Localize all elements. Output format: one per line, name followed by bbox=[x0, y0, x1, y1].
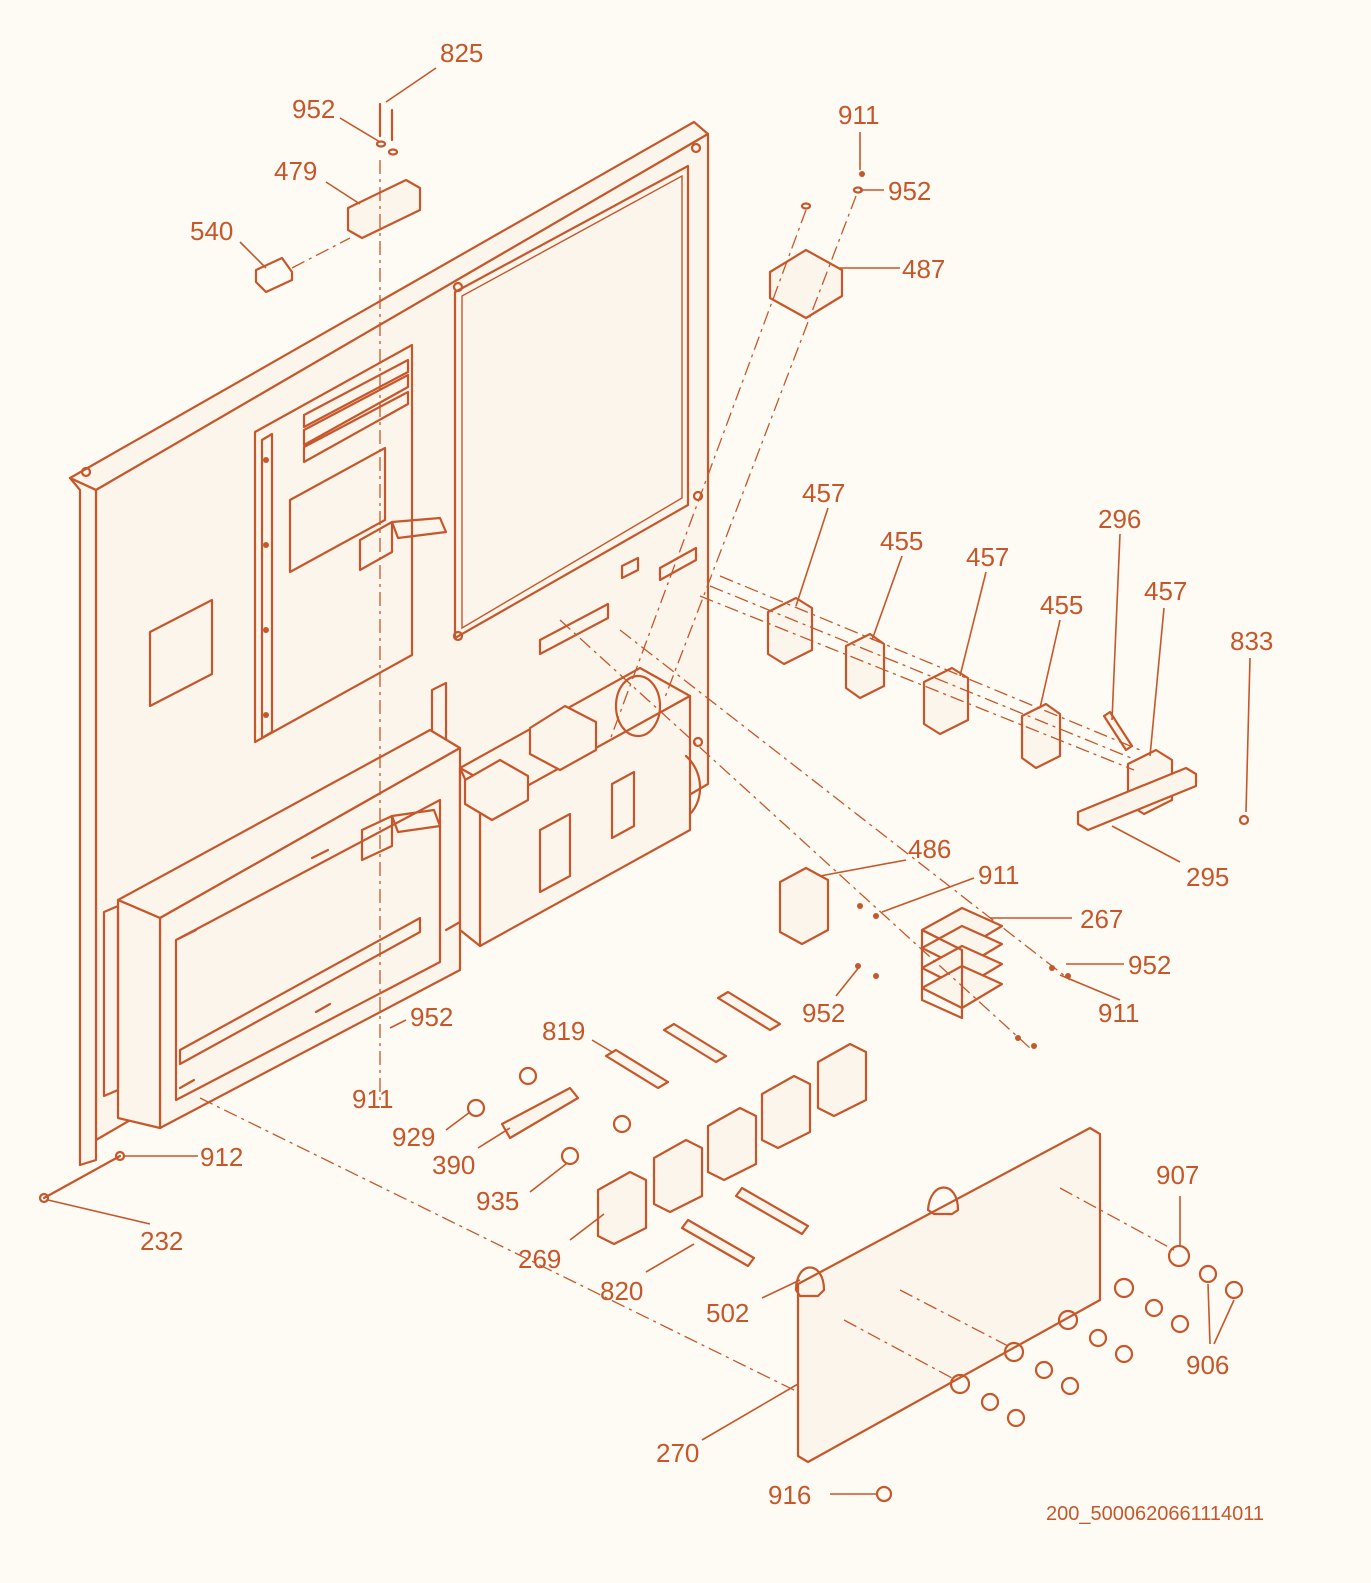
callout-232: 232 bbox=[140, 1226, 183, 1256]
socket-enclosure bbox=[458, 666, 702, 948]
callout-267: 267 bbox=[1080, 904, 1123, 934]
callout-479: 479 bbox=[274, 156, 317, 186]
callout-295: 295 bbox=[1186, 862, 1229, 892]
callout-911: 911 bbox=[352, 1084, 393, 1114]
callout-952: 952 bbox=[410, 1002, 453, 1032]
front-plate bbox=[199, 1097, 1244, 1503]
top-fastener-group bbox=[254, 102, 422, 1100]
callout-935: 935 bbox=[476, 1186, 519, 1216]
callout-825: 825 bbox=[440, 38, 483, 68]
callout-820: 820 bbox=[600, 1276, 643, 1306]
callout-540: 540 bbox=[190, 216, 233, 246]
callout-911: 911 bbox=[1098, 998, 1139, 1028]
lower-enclosure bbox=[102, 728, 462, 1130]
leader-lines bbox=[47, 67, 1251, 1495]
callout-457: 457 bbox=[802, 478, 845, 508]
callout-911: 911 bbox=[978, 860, 1019, 890]
callout-912: 912 bbox=[200, 1142, 243, 1172]
callout-819: 819 bbox=[542, 1016, 585, 1046]
callout-269: 269 bbox=[518, 1244, 561, 1274]
callout-929: 929 bbox=[392, 1122, 435, 1152]
drawing-reference: 200_5000620661114011 bbox=[1046, 1503, 1264, 1525]
relay-and-heatsink bbox=[559, 619, 1071, 1049]
callout-502: 502 bbox=[706, 1298, 749, 1328]
callout-486: 486 bbox=[908, 834, 951, 864]
callout-952: 952 bbox=[888, 176, 931, 206]
callout-833: 833 bbox=[1230, 626, 1273, 656]
din-rail-devices bbox=[699, 575, 1250, 832]
callout-952: 952 bbox=[802, 998, 845, 1028]
callout-487: 487 bbox=[902, 254, 945, 284]
callout-455: 455 bbox=[880, 526, 923, 556]
callout-911: 911 bbox=[838, 100, 879, 130]
callout-916: 916 bbox=[768, 1480, 811, 1510]
callout-952: 952 bbox=[292, 94, 335, 124]
callout-390: 390 bbox=[432, 1150, 475, 1180]
callout-906: 906 bbox=[1186, 1350, 1229, 1380]
callout-270: 270 bbox=[656, 1438, 699, 1468]
callout-907: 907 bbox=[1156, 1160, 1199, 1190]
callout-labels: 825 952 479 540 911 952 487 457 455 457 … bbox=[140, 38, 1273, 1510]
bolts-and-brackets bbox=[466, 990, 868, 1268]
callout-455: 455 bbox=[1040, 590, 1083, 620]
callout-952: 952 bbox=[1128, 950, 1171, 980]
callout-457: 457 bbox=[966, 542, 1009, 572]
part-487 bbox=[609, 171, 865, 741]
callout-296: 296 bbox=[1098, 504, 1141, 534]
callout-457: 457 bbox=[1144, 576, 1187, 606]
